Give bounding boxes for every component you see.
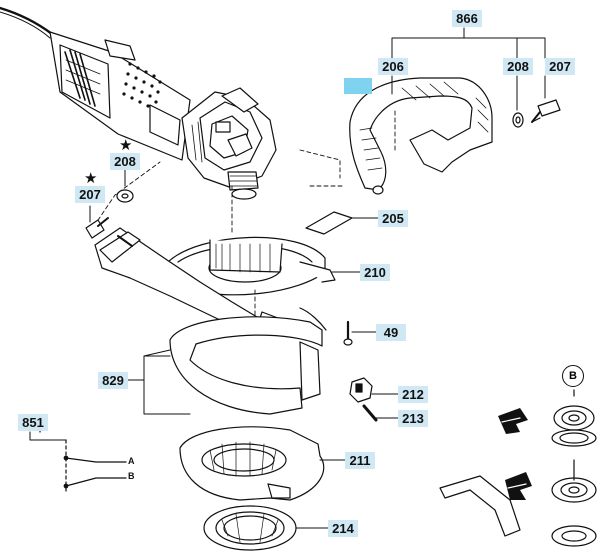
guard-210 [95,228,335,330]
star-marker-207: ★ [84,170,98,187]
label-part-213: 213 [398,410,428,427]
star-marker-208: ★ [119,137,133,154]
label-part-214: 214 [328,520,358,537]
blank-callout [344,78,372,94]
brush-ring-829 [170,317,322,414]
handle-206 [350,78,492,194]
washer-208-top [513,113,523,127]
screw-49 [344,322,352,345]
label-part-210: 210 [360,264,390,281]
label-part-211: 211 [345,452,375,469]
clip-212 [350,378,372,402]
label-part-829: 829 [98,372,128,389]
ring-211 [180,427,324,500]
wire-terminal-a: A [128,456,135,466]
washer-208-left [117,190,133,202]
label-part-207-top: 207 [545,58,575,75]
label-part-208-top: 208 [503,58,533,75]
leader-lines [30,28,545,528]
label-part-206: 206 [378,58,408,75]
label-part-866: 866 [452,10,482,27]
grinder-body [50,32,276,199]
label-part-49: 49 [376,324,406,341]
flange-parts [440,390,596,546]
power-cord [0,8,52,34]
label-part-207-left: 207 [75,186,105,203]
label-part-851: 851 [18,414,48,431]
label-part-208-left: 208 [110,153,140,170]
disc-214 [204,506,296,550]
label-part-205: 205 [378,210,408,227]
wiring-diagram-851 [36,424,126,492]
detail-marker-b: B [562,365,584,387]
pin-213 [364,406,376,420]
sticker-205 [306,212,352,234]
screw-207-left [86,218,108,238]
screw-207-top [532,100,560,122]
label-part-212: 212 [398,386,428,403]
wire-terminal-b: B [128,471,135,481]
